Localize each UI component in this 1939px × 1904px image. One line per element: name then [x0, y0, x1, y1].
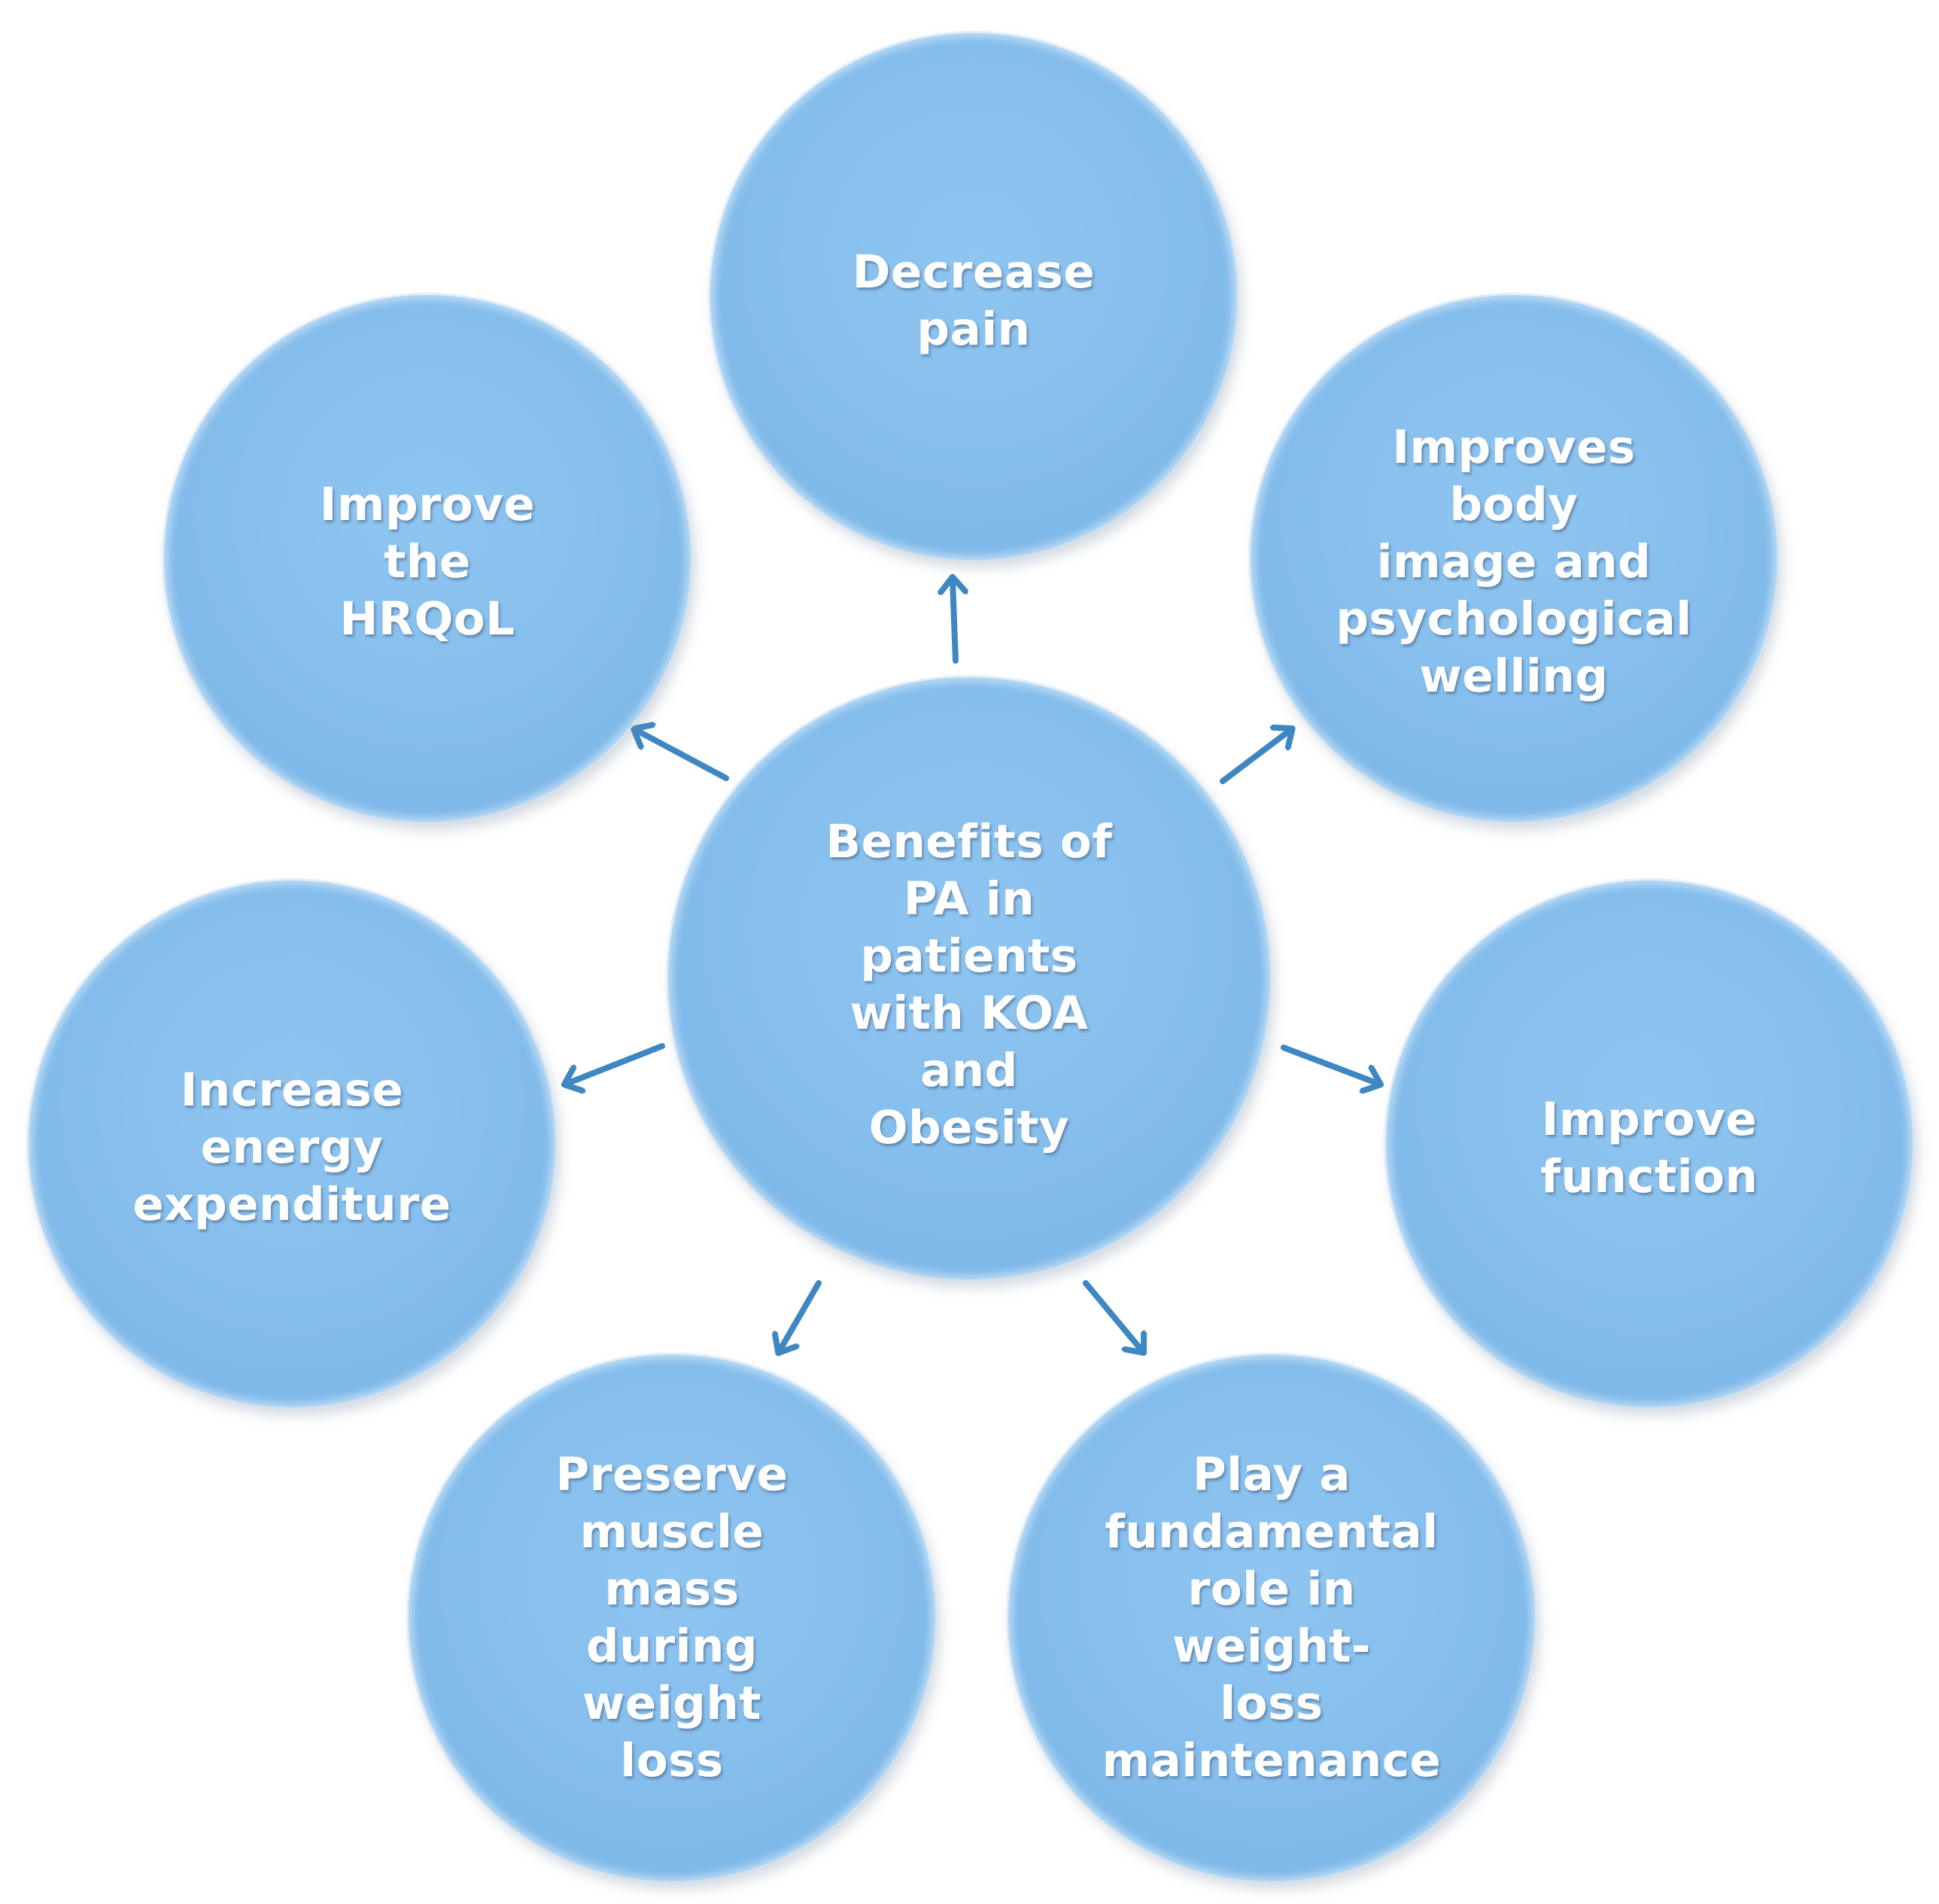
- arrow-to-increase-energy-expenditure: [567, 1043, 665, 1084]
- outcome-label: Improves body image and psychological we…: [1336, 419, 1691, 705]
- outcome-label-line: function: [1540, 1150, 1758, 1203]
- outcome-label-line: Increase energy: [180, 1063, 404, 1174]
- center-bubble-benefits-of-pa: Benefits of PA in patients with KOA and …: [668, 677, 1270, 1279]
- center-bubble-label: Benefits of PA in patients with KOA and …: [819, 814, 1120, 1157]
- outcome-label-line: image and: [1376, 535, 1652, 589]
- arrow-to-improve-hrqol: [636, 730, 729, 781]
- outcome-label-line: welling: [1419, 649, 1609, 703]
- outcome-bubble-increase-energy-expenditure: Increase energy expenditure: [29, 881, 555, 1407]
- outcome-label: Preserve muscle mass during weight loss: [540, 1446, 804, 1790]
- outcome-label-line: Improve the: [319, 478, 536, 589]
- outcome-label-line: fundamental: [1105, 1505, 1439, 1559]
- center-label-line: Benefits of PA in: [825, 815, 1113, 926]
- outcome-label: Play a fundamental role in weight- loss …: [1102, 1446, 1442, 1790]
- outcome-label: Improve function: [1541, 1091, 1758, 1206]
- outcome-label-line: expenditure: [132, 1178, 451, 1231]
- outcome-bubble-preserve-muscle-mass: Preserve muscle mass during weight loss: [409, 1355, 935, 1881]
- outcome-bubble-improve-function: Improve function: [1386, 881, 1913, 1407]
- outcome-bubble-decrease-pain: Decrease pain: [710, 33, 1237, 560]
- outcome-label-line: maintenance: [1102, 1734, 1442, 1787]
- outcome-label: Increase energy expenditure: [132, 1062, 451, 1233]
- outcome-bubble-improve-hrqol: Improve the HRQoL: [164, 295, 691, 822]
- outcome-label: Decrease pain: [842, 244, 1105, 358]
- outcome-label: Improve the HRQoL: [296, 476, 559, 648]
- arrow-to-improve-function: [1281, 1045, 1378, 1084]
- center-label-line: and Obesity: [868, 1044, 1070, 1154]
- center-label-line: patients with KOA: [849, 929, 1089, 1040]
- outcome-bubble-weight-loss-maintenance: Play a fundamental role in weight- loss …: [1008, 1355, 1535, 1881]
- outcome-bubble-improves-body-image: Improves body image and psychological we…: [1251, 295, 1777, 822]
- arrow-to-improves-body-image: [1220, 730, 1290, 784]
- outcome-label-line: Improve: [1541, 1093, 1758, 1146]
- outcome-label-line: loss: [1220, 1677, 1324, 1730]
- arrow-to-decrease-pain: [953, 579, 956, 664]
- outcome-label-line: role in weight-: [1172, 1562, 1371, 1673]
- outcome-label-line: Preserve muscle: [555, 1448, 789, 1559]
- outcome-label-line: Decrease pain: [852, 245, 1096, 356]
- outcome-label-line: HRQoL: [339, 592, 515, 646]
- outcome-label-line: mass during: [585, 1562, 758, 1673]
- outcome-label-line: weight loss: [582, 1677, 761, 1787]
- arrow-to-weight-loss-maintenance: [1083, 1280, 1142, 1351]
- arrow-to-preserve-muscle-mass: [780, 1280, 822, 1351]
- outcome-label-line: psychological: [1336, 592, 1692, 646]
- outcome-label-line: Play a: [1192, 1448, 1351, 1501]
- outcome-label-line: Improves body: [1392, 421, 1636, 531]
